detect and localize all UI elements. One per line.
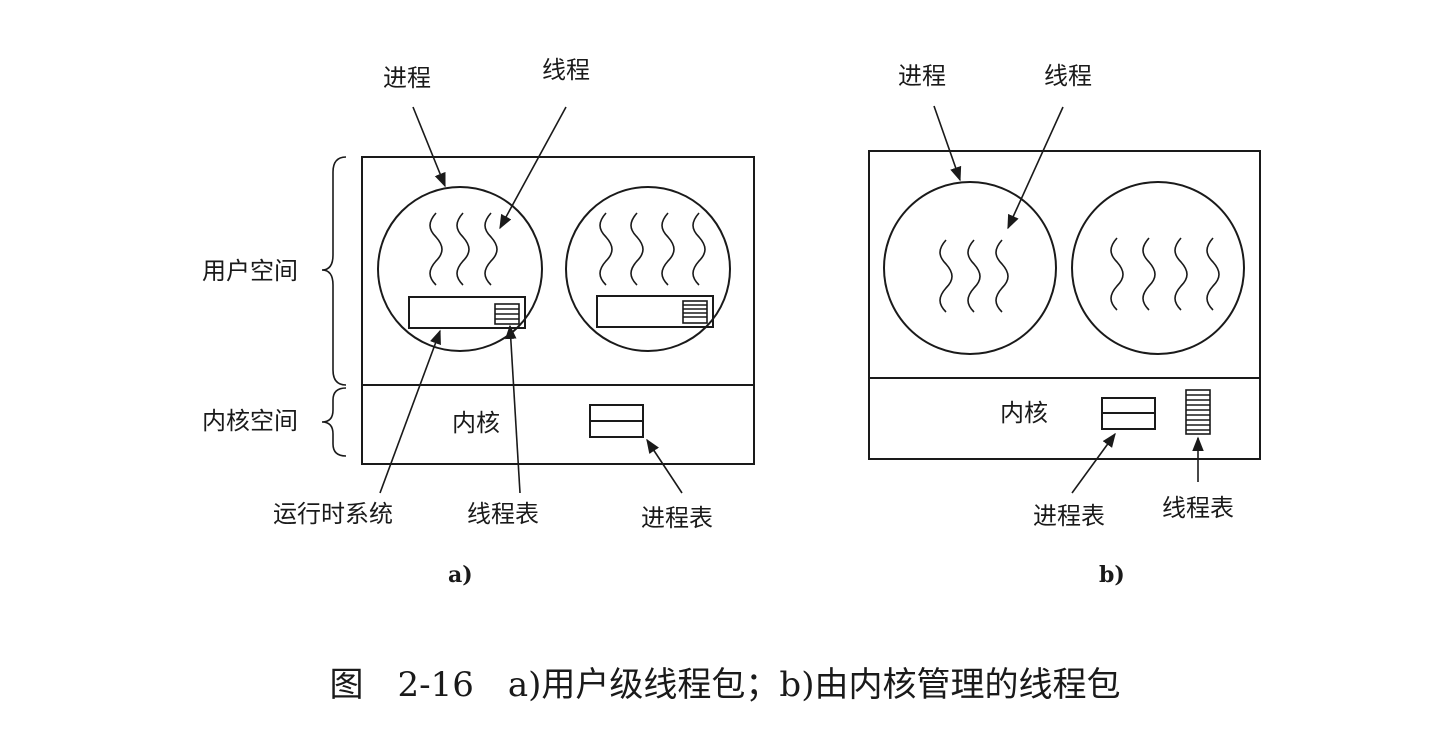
label-thread-a: 线程 — [542, 56, 590, 84]
label-kernel-space: 内核空间 — [202, 407, 298, 435]
label-process-b: 进程 — [898, 62, 946, 90]
process-circle-b1 — [883, 181, 1057, 355]
arrow-runtime-a — [379, 329, 441, 494]
label-user-space: 用户空间 — [202, 257, 298, 285]
label-thread-b: 线程 — [1044, 62, 1092, 90]
thread-wave — [599, 212, 613, 286]
diagram-b: 进程 线程 内核 进程表 线程表 b) — [868, 62, 1261, 588]
thread-wave — [429, 212, 443, 286]
thread-wave — [1110, 237, 1124, 311]
threads-a2 — [599, 212, 706, 286]
arrow-thread-table-a — [505, 324, 521, 494]
process-table-icon-a — [589, 404, 644, 438]
sub-label-b: b) — [1099, 562, 1125, 588]
arrow-process-table-b — [1071, 432, 1116, 494]
label-kernel-b: 内核 — [1000, 399, 1048, 427]
thread-table-icon-b — [1185, 389, 1211, 435]
thread-table-icon-a2 — [682, 300, 708, 324]
user-space-brace — [321, 156, 347, 386]
thread-wave — [1174, 237, 1188, 311]
arrow-thread-a — [499, 106, 567, 230]
thread-wave — [661, 212, 675, 286]
thread-wave — [995, 239, 1009, 313]
runtime-system-box-a1 — [408, 296, 526, 329]
label-thread-table-b: 线程表 — [1162, 494, 1234, 522]
arrow-process-b — [933, 105, 962, 182]
thread-table-icon-a1 — [494, 303, 520, 325]
arrow-process-table-a — [646, 438, 683, 494]
thread-wave — [692, 212, 706, 286]
label-process-a: 进程 — [383, 64, 431, 92]
label-runtime-system: 运行时系统 — [273, 500, 393, 528]
thread-wave — [630, 212, 644, 286]
kernel-space-brace — [321, 387, 347, 457]
arrow-process-a — [412, 106, 446, 188]
diagram-a: 进程 线程 用户空间 内核空间 内核 运行时系统 线程表 进程表 a) — [202, 56, 755, 588]
threads-a1 — [429, 212, 498, 286]
user-space-box-a — [361, 156, 755, 386]
runtime-system-box-a2 — [596, 295, 714, 328]
thread-wave — [967, 239, 981, 313]
process-circle-a1 — [377, 186, 543, 352]
label-thread-table-a: 线程表 — [467, 500, 539, 528]
process-circle-b2 — [1071, 181, 1245, 355]
process-circle-a2 — [565, 186, 731, 352]
arrow-thread-b — [1007, 106, 1064, 230]
sub-label-a: a) — [448, 562, 473, 588]
figure-caption: 图 2-16 a)用户级线程包；b)由内核管理的线程包 — [330, 665, 1121, 705]
thread-wave — [1142, 237, 1156, 311]
thread-wave — [456, 212, 470, 286]
thread-wave — [1206, 237, 1220, 311]
kernel-space-box-a — [361, 384, 755, 465]
label-kernel-a: 内核 — [452, 409, 500, 437]
label-process-table-b: 进程表 — [1033, 502, 1105, 530]
threads-b1 — [939, 239, 1009, 313]
thread-wave — [484, 212, 498, 286]
process-table-icon-b — [1101, 397, 1156, 430]
thread-wave — [939, 239, 953, 313]
threads-b2 — [1110, 237, 1220, 311]
label-process-table-a: 进程表 — [641, 504, 713, 532]
kernel-space-box-b — [868, 377, 1261, 460]
